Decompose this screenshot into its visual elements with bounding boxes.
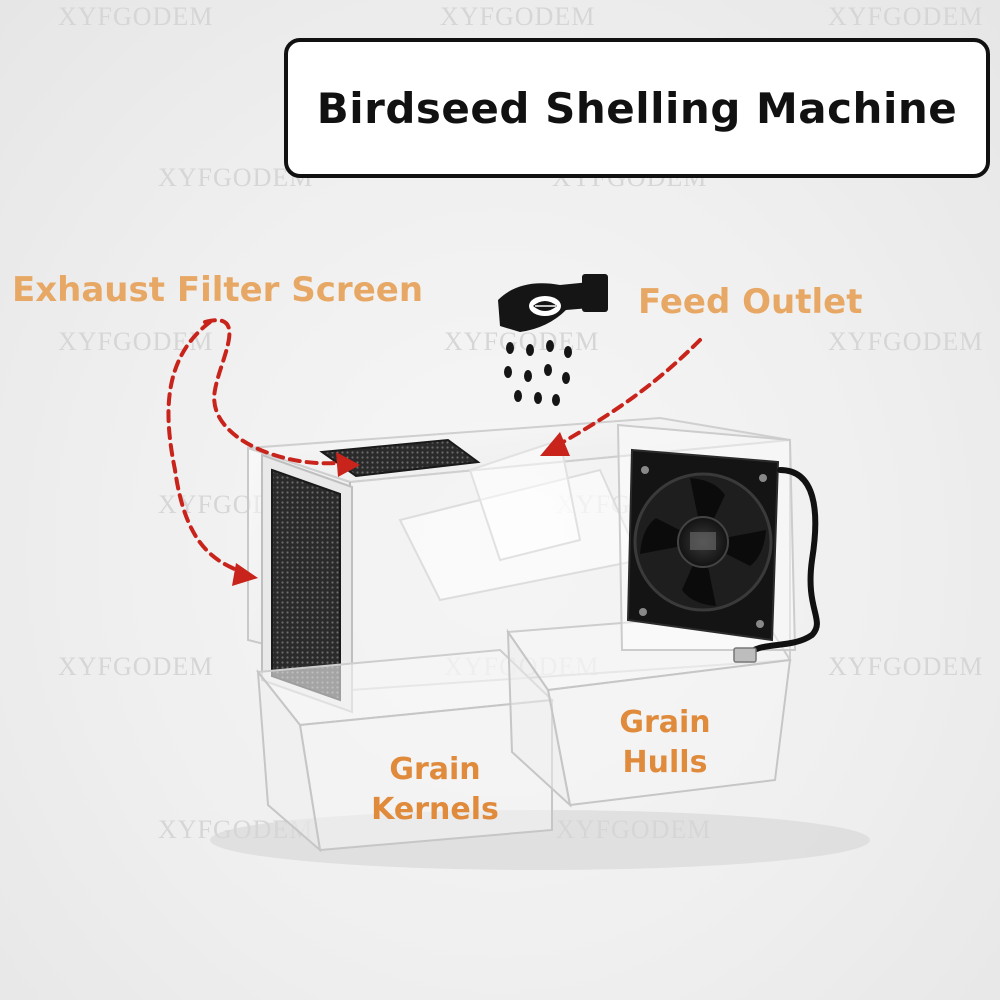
- arrow-head: [336, 452, 360, 477]
- kernels-label: Grain Kernels: [360, 750, 510, 830]
- cooling-fan-icon: [626, 448, 780, 642]
- feed-outlet-label: Feed Outlet: [638, 282, 863, 322]
- fan-cable: [743, 467, 820, 659]
- arrow-head: [232, 563, 258, 586]
- hulls-label: Grain Hulls: [600, 703, 730, 783]
- hand-seeds-icon: [498, 274, 608, 406]
- exhaust-arrows: [166, 318, 347, 574]
- kernels-label-line1: Grain: [389, 752, 481, 787]
- kernels-label-line2: Kernels: [371, 792, 499, 827]
- kernels-bin: [256, 648, 555, 853]
- usb-plug-icon: [733, 647, 757, 663]
- feed-arrow: [554, 338, 702, 448]
- arrow-head: [540, 432, 570, 456]
- exhaust-filter-label: Exhaust Filter Screen: [12, 270, 424, 310]
- hulls-label-line2: Hulls: [622, 745, 708, 780]
- hulls-label-line1: Grain: [619, 705, 711, 740]
- side-filter-screen: [261, 453, 353, 714]
- title-box: Birdseed Shelling Machine: [284, 38, 990, 178]
- page-title: Birdseed Shelling Machine: [316, 83, 958, 133]
